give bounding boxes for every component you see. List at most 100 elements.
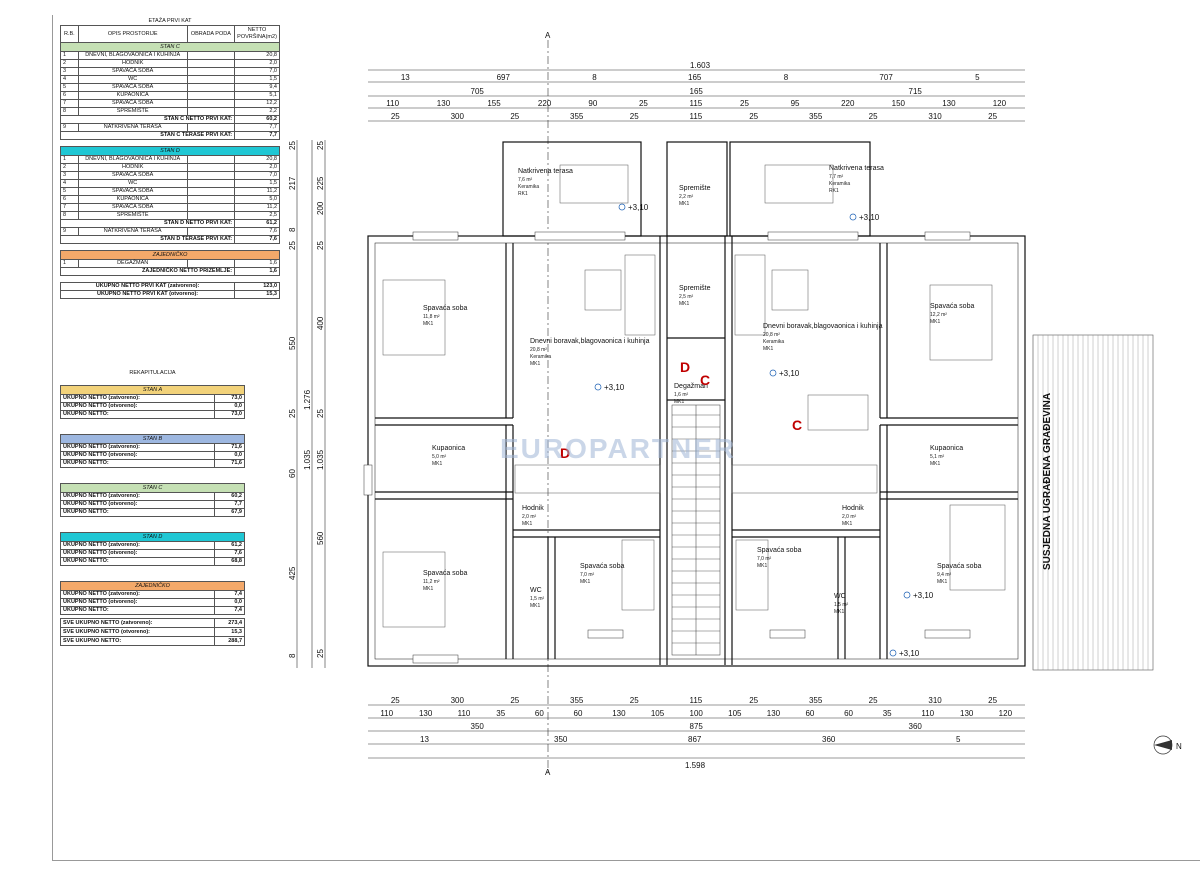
- table-cell: 2,5: [234, 211, 280, 220]
- recap-label: UKUPNO NETTO (zatvoreno):: [60, 541, 215, 550]
- section-sum-label: STAN C NETTO PRVI KAT:: [59, 115, 236, 124]
- table-cell: 8: [60, 107, 79, 116]
- dim-label: 60: [574, 709, 583, 718]
- dim-label: 25: [869, 696, 878, 705]
- dim-label: 697: [497, 73, 511, 82]
- total-label: UKUPNO NETTO PRVI KAT (zatvoreno):: [59, 282, 236, 291]
- room-name: Spavaća soba: [580, 563, 624, 570]
- recap-row: UKUPNO NETTO:7,4: [60, 606, 245, 615]
- bed-right-bottom: [949, 504, 1006, 591]
- dim-label: 155: [487, 99, 501, 108]
- room-code: MK1: [763, 346, 774, 352]
- dim-label: 13: [401, 73, 410, 82]
- dim-label: 25: [510, 112, 519, 121]
- table-cell: WC: [77, 75, 188, 84]
- dim-label: 130: [767, 709, 781, 718]
- dim-label: 105: [728, 709, 742, 718]
- recap-row: UKUPNO NETTO:68,8: [60, 557, 245, 566]
- dim-label: 310: [928, 696, 942, 705]
- dim-label: 360: [822, 735, 836, 744]
- recap-value: 67,9: [214, 508, 245, 517]
- grand-total-value: 288,7: [214, 636, 245, 646]
- room-name: Spavaća soba: [930, 303, 974, 310]
- table-cell: 5: [60, 83, 79, 92]
- grand-total-value: 15,3: [214, 627, 245, 637]
- recap-row: UKUPNO NETTO (otvoreno):0,0: [60, 402, 245, 411]
- dim-label: 425: [288, 566, 297, 580]
- dim-label: 60: [805, 709, 814, 718]
- dim-label: 130: [960, 709, 974, 718]
- room-floor: Keramika: [530, 354, 551, 360]
- table-cell: SPREMIŠTE: [77, 107, 188, 116]
- table-cell: WC: [77, 179, 188, 188]
- table-cell: [186, 227, 236, 236]
- recap-row: UKUPNO NETTO (zatvoreno):71,6: [60, 443, 245, 452]
- recap-value: 71,6: [214, 443, 245, 452]
- table-cell: 6: [60, 195, 79, 204]
- level-value: +3,10: [779, 369, 800, 378]
- level-marker-icon: [618, 203, 626, 211]
- recap-row: UKUPNO NETTO (zatvoreno):60,2: [60, 492, 245, 501]
- table-cell: [186, 123, 236, 132]
- section-marker-top: A: [545, 31, 551, 40]
- room-code: MK1: [580, 579, 591, 585]
- room-code: MK1: [530, 361, 541, 367]
- dim-label: 225: [316, 176, 325, 190]
- recap-totals: SVE UKUPNO NETTO (zatvoreno):273,4 SVE U…: [60, 618, 245, 646]
- table-cell: [186, 51, 236, 60]
- recap-label: UKUPNO NETTO:: [60, 557, 215, 566]
- dim-label: 105: [651, 709, 665, 718]
- room-area: 7,6 m²: [518, 177, 533, 183]
- recap-label: UKUPNO NETTO (zatvoreno):: [60, 394, 215, 403]
- dim-label: 705: [471, 87, 485, 96]
- dim-label: 25: [316, 409, 325, 418]
- recap-value: 73,0: [214, 410, 245, 419]
- room-name: Hodnik: [522, 505, 544, 512]
- section-title: STAN D: [60, 146, 280, 156]
- table-cell: [186, 163, 236, 172]
- table-cell: 9,4: [234, 83, 280, 92]
- col-header-netto: NETTO POVRŠINA(m2): [234, 25, 280, 43]
- dim-label: 560: [316, 531, 325, 545]
- bed-small-right: [735, 539, 769, 611]
- room-name: WC: [530, 587, 542, 594]
- recap-row: UKUPNO NETTO:73,0: [60, 410, 245, 419]
- top-dimension-lines: [368, 69, 1025, 122]
- dim-label: 25: [869, 112, 878, 121]
- neighbour-hatch: [1032, 335, 1149, 670]
- recap-row: UKUPNO NETTO (otvoreno):0,0: [60, 598, 245, 607]
- dim-label: 707: [879, 73, 893, 82]
- dim-label: 355: [570, 696, 584, 705]
- table-cell: [186, 83, 236, 92]
- total-label: UKUPNO NETTO PRVI KAT (otvoreno):: [59, 290, 236, 299]
- table-cell: KUPAONICA: [77, 195, 188, 204]
- grand-total-value: 273,4: [214, 618, 245, 628]
- terrace-table-right: [764, 164, 834, 204]
- dim-label: 8: [784, 73, 789, 82]
- dim-label: 115: [690, 112, 703, 121]
- table-cell: 3: [60, 171, 79, 180]
- north-arrow-icon: [1153, 735, 1173, 755]
- table-cell: 7,0: [234, 171, 280, 180]
- table-cell: [186, 211, 236, 220]
- room-name: Spremište: [679, 285, 711, 292]
- recap-row: UKUPNO NETTO (zatvoreno):73,0: [60, 394, 245, 403]
- table-cell: 11,2: [234, 203, 280, 212]
- level-value: +3,10: [604, 383, 625, 392]
- room-area: 7,7 m²: [829, 174, 844, 180]
- unit-letter-d: D: [680, 359, 690, 375]
- recap-value: 7,7: [214, 500, 245, 509]
- total-value: 15,3: [234, 290, 280, 299]
- table-cell: [186, 259, 236, 268]
- dim-label: 60: [288, 469, 297, 478]
- recap-row: UKUPNO NETTO:67,9: [60, 508, 245, 517]
